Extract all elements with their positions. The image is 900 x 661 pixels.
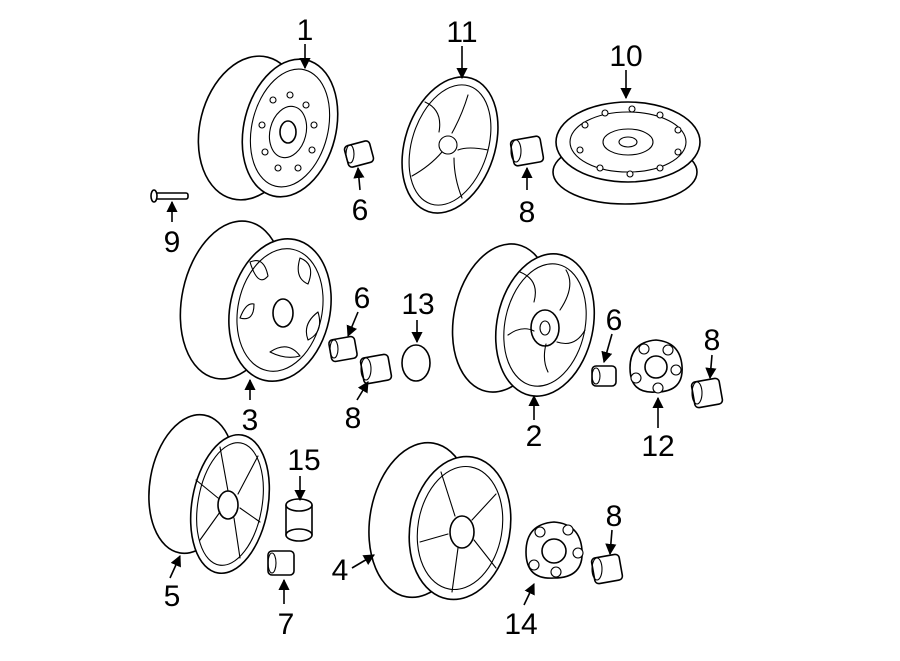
lug-nut-6-middle	[328, 335, 358, 363]
lug-nut-6-top	[343, 140, 375, 168]
hub-cover-part-12	[629, 339, 683, 394]
callout-label-3: 3	[242, 404, 259, 437]
callout-label-8-middle: 8	[345, 402, 362, 435]
callout-label-14: 14	[504, 608, 537, 641]
callout-label-13: 13	[401, 288, 434, 321]
callout-label-5: 5	[164, 580, 181, 613]
lug-nut-7	[267, 550, 295, 576]
alloy-wheel-part-3	[179, 220, 332, 382]
lug-nut-8-middle	[359, 353, 393, 385]
callout-label-8-right: 8	[704, 324, 721, 357]
callout-label-2: 2	[526, 420, 543, 453]
center-cap-part-13	[401, 344, 431, 382]
callout-label-8-top: 8	[519, 196, 536, 229]
callout-label-8-bottom: 8	[606, 500, 623, 533]
callout-label-4: 4	[332, 554, 349, 587]
wheel-stud-part-9	[150, 189, 189, 203]
center-cap-part-15	[285, 498, 313, 542]
lug-nut-8-top	[509, 135, 545, 167]
lug-nut-8-right	[690, 377, 724, 409]
steel-wheel-part-1	[197, 55, 339, 201]
callout-label-11: 11	[446, 16, 477, 49]
callout-label-6-middle: 6	[354, 282, 371, 315]
lug-nut-6-right	[591, 365, 617, 387]
lug-nut-8-bottom	[590, 553, 624, 585]
callout-label-6-top: 6	[352, 194, 369, 227]
callout-label-12: 12	[641, 430, 674, 463]
alloy-wheel-part-2	[451, 243, 596, 397]
callout-label-15: 15	[287, 444, 320, 477]
alloy-wheel-part-5	[148, 413, 271, 575]
callout-label-6-right: 6	[606, 304, 623, 337]
callout-label-7: 7	[278, 608, 295, 641]
wheel-cover-part-11	[401, 76, 499, 214]
callout-label-1: 1	[297, 14, 314, 47]
callout-label-10: 10	[609, 40, 642, 73]
hub-cover-part-14	[525, 521, 584, 579]
callout-label-9: 9	[164, 226, 181, 259]
callout-arrows	[166, 44, 717, 606]
spare-wheel-part-10	[552, 101, 701, 205]
alloy-wheel-part-4	[368, 441, 512, 601]
